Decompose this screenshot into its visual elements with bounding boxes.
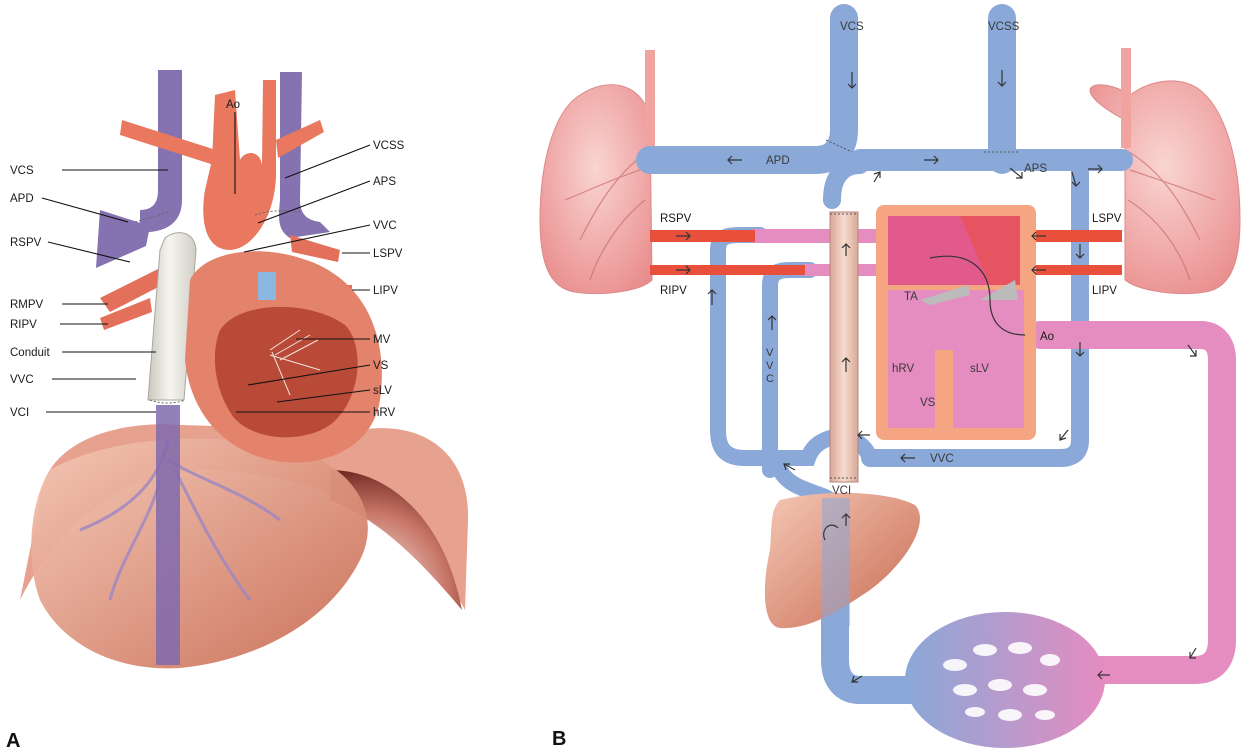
panel-label-a: A — [6, 730, 20, 752]
heart-b-septum — [935, 350, 953, 428]
label-apd-a: APD — [10, 193, 34, 205]
label-slv-a: sLV — [373, 385, 392, 397]
label-ripv-a: RIPV — [10, 319, 37, 331]
panel-label-b: B — [552, 728, 566, 750]
heart-b-ventricle — [888, 290, 1024, 428]
label-ripv-b: RIPV — [660, 285, 687, 297]
label-ao-a: Ao — [226, 99, 240, 111]
label-vci-b: VCI — [832, 485, 851, 497]
label-hrv-a: hRV — [373, 407, 395, 419]
label-lipv-a: LIPV — [373, 285, 398, 297]
ventricle-cavity — [215, 307, 358, 438]
label-rmpv-a: RMPV — [10, 299, 44, 311]
label-mv-a: MV — [373, 334, 391, 346]
label-rspv-a: RSPV — [10, 237, 42, 249]
label-lspv-b: LSPV — [1092, 213, 1122, 225]
svc-left — [279, 72, 330, 238]
label-conduit-a: Conduit — [10, 347, 50, 359]
left-lung — [1090, 81, 1240, 294]
label-aps-b: APS — [1024, 163, 1047, 175]
label-vvc-right-a: VVC — [373, 220, 397, 232]
right-lung — [540, 85, 652, 294]
label-lipv-b: LIPV — [1092, 285, 1117, 297]
label-aps-a: APS — [373, 176, 396, 188]
right-bronchus — [645, 50, 655, 150]
figure-a: Ao VCS APD RSPV RMPV RIPV Conduit VVC VC… — [6, 70, 468, 752]
label-vcss-a: VCSS — [373, 140, 405, 152]
label-vcs-a: VCS — [10, 165, 34, 177]
pulmonary-trunk-stump — [258, 272, 276, 300]
ivc-a — [156, 405, 180, 665]
left-bronchus — [1121, 48, 1131, 148]
ivc-conduit-b — [830, 212, 858, 482]
label-rspv-b: RSPV — [660, 213, 692, 225]
label-vci-a: VCI — [10, 407, 29, 419]
label-apd-b: APD — [766, 155, 790, 167]
label-hrv-b: hRV — [892, 363, 914, 375]
label-slv-b: sLV — [970, 363, 989, 375]
label-vcss-b: VCSS — [988, 21, 1020, 33]
label-vcs-b: VCS — [840, 21, 864, 33]
label-lspv-a: LSPV — [373, 248, 403, 260]
label-ao-b: Ao — [1040, 331, 1054, 343]
label-ta-b: TA — [904, 291, 918, 303]
label-vs-a: VS — [373, 360, 389, 372]
label-vvc-b: VVC — [930, 453, 954, 465]
label-vs-b: VS — [920, 397, 936, 409]
figure-b: VCS VCSS APD APS RSPV RIPV LSPV LIPV TA … — [540, 18, 1240, 750]
liver-a — [31, 439, 368, 669]
label-vvc-a: VVC — [10, 374, 34, 386]
